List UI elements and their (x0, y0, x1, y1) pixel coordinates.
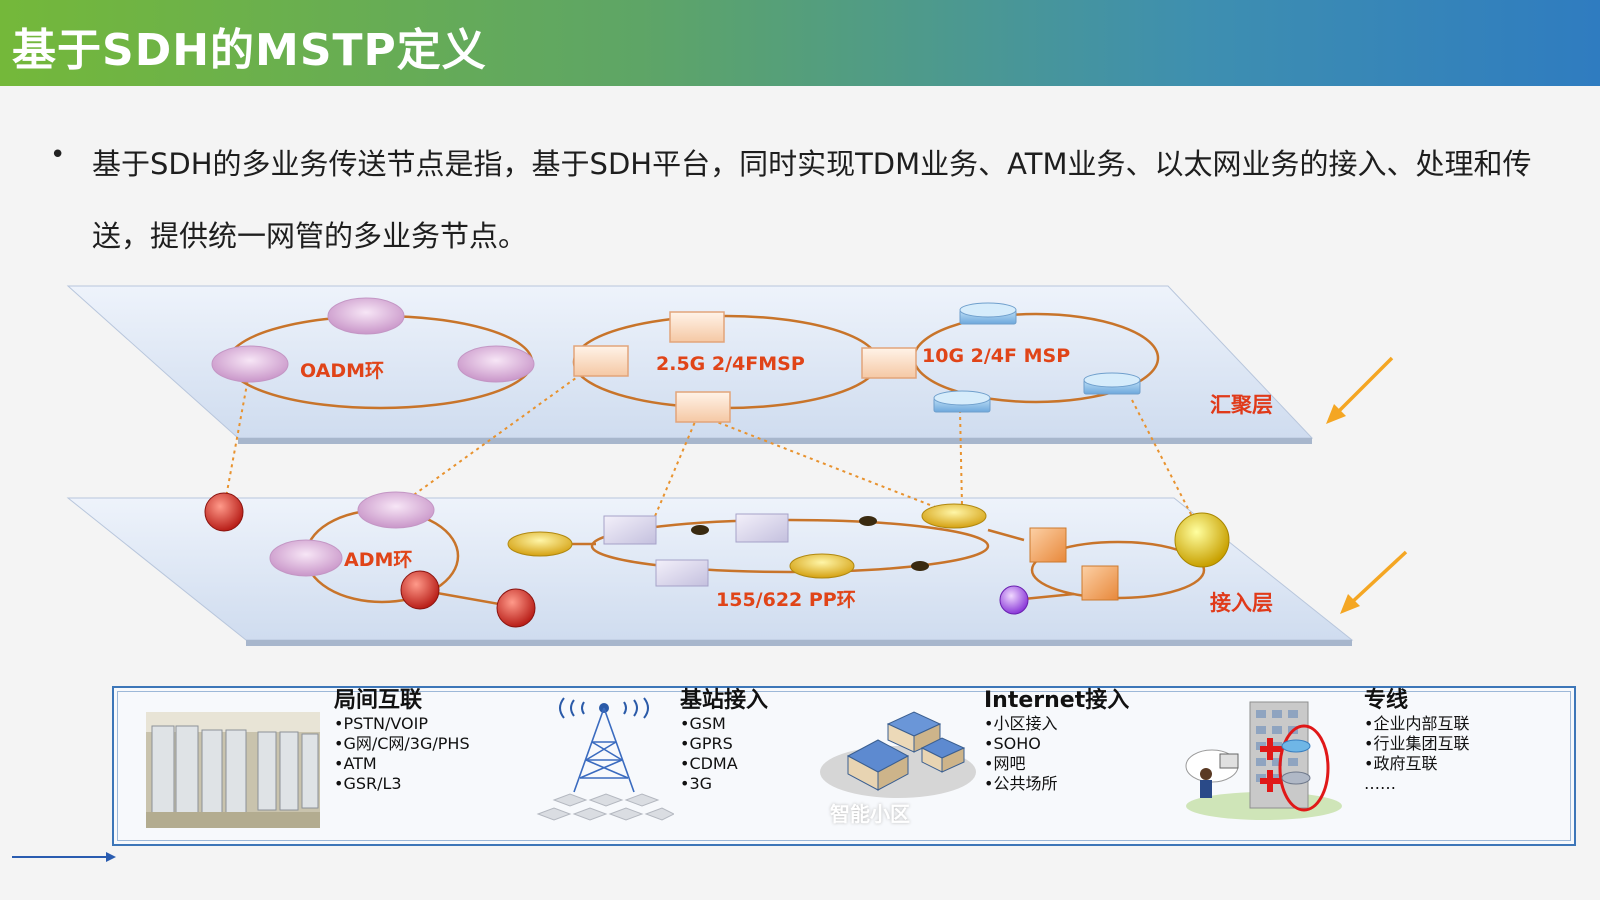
link-icon (691, 516, 929, 571)
pp-ring (590, 518, 990, 574)
pp-ring-label: 155/622 PP环 (716, 589, 856, 611)
service-internet: Internet接入 •小区接入 •SOHO •网吧 •公共场所 (984, 682, 1129, 794)
base-station-tower-icon (536, 697, 674, 821)
glass-node (603, 513, 789, 587)
service-title: 专线 (1364, 688, 1409, 713)
service-base-station: 基站接入 •GSM •GPRS •CDMA •3G (680, 682, 768, 794)
service-title: 基站接入 (680, 688, 769, 713)
residential-houses-icon (820, 711, 976, 798)
service-title: Internet接入 (984, 688, 1130, 713)
oadm-node (269, 491, 435, 577)
title-bar: 基于SDH的MSTP定义 (0, 0, 1600, 86)
service-title: 局间互联 (334, 688, 423, 713)
enterprise-building-icon (1185, 701, 1342, 820)
oadm-node (211, 297, 535, 383)
gateway-node (1174, 512, 1230, 568)
msp-10g-label: 10G 2/4F MSP (922, 345, 1070, 367)
bullet-paragraph: 基于SDH的多业务传送节点是指，基于SDH平台，同时实现TDM业务、ATM业务、… (92, 147, 1532, 253)
router-node (204, 492, 536, 628)
page-title: 基于SDH的MSTP定义 (12, 25, 487, 76)
dxc-node (933, 302, 1141, 413)
equipment-room-image (146, 712, 320, 828)
arrow-right-icon (12, 852, 116, 862)
smart-community-caption: 智能小区 (830, 802, 910, 826)
adm-node (573, 311, 917, 423)
msp-25g-label: 2.5G 2/4FMSP (656, 353, 805, 375)
service-leased-line: 专线 •企业内部互联 •行业集团互联 •政府互联 …… (1364, 682, 1469, 794)
network-diagram: OADM环 2.5G 2/4FMSP 10G 2/4F MSP 汇聚层 ADM环… (66, 285, 1408, 646)
layer-aggregation-label: 汇聚层 (1210, 393, 1273, 417)
access-node (1029, 527, 1119, 601)
terminal-node (999, 585, 1029, 615)
service-interoffice: 局间互联 •PSTN/VOIP •G网/C网/3G/PHS •ATM •GSR/… (334, 682, 470, 794)
oadm-lower-label: ADM环 (344, 549, 412, 571)
oadm-upper-label: OADM环 (300, 360, 384, 382)
service-panel: 局间互联 •PSTN/VOIP •G网/C网/3G/PHS •ATM •GSR/… (112, 686, 1576, 846)
layer-access-label: 接入层 (1210, 591, 1273, 615)
mstp-node (507, 503, 987, 579)
bullet-marker: • (50, 140, 66, 170)
arrow-icon (1326, 356, 1408, 614)
